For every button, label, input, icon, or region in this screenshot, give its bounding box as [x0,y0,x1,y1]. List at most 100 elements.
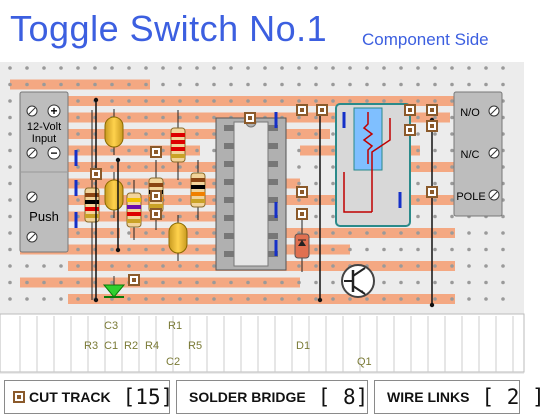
label-r4: R4 [145,340,160,352]
legend: CUT TRACK [15] SOLDER BRIDGE [ 8] WIRE L… [4,376,545,416]
board-hole [484,264,488,268]
board-hole [195,132,199,136]
board-hole [314,181,318,186]
board-hole [314,66,318,70]
ic-chip [215,117,287,271]
copper-track [20,277,300,288]
board-hole [433,264,437,268]
board-hole [195,148,199,153]
board-hole [450,280,454,285]
board-hole [484,231,488,235]
board-hole [416,280,420,285]
board-hole [467,66,471,70]
board-hole [25,280,29,285]
board-hole [144,82,148,87]
ic-pin [268,125,278,131]
board-hole [178,99,182,103]
board-hole [365,297,369,301]
board-hole [212,115,216,120]
board-hole [450,264,454,268]
minus-symbol: − [50,146,57,160]
board-hole [314,82,318,87]
board-hole [110,99,114,103]
board-hole [212,280,216,285]
push-label: Push [29,209,59,224]
board-hole [8,264,12,268]
board-hole [8,115,12,120]
board-hole [127,66,131,70]
board-hole [178,115,182,120]
board-hole [42,82,46,87]
board-hole [365,231,369,235]
board-hole [110,231,114,235]
board-hole [195,82,199,87]
ic-pin [224,197,234,203]
resistor-band [191,178,205,182]
board-hole [229,99,233,103]
board-hole [161,231,165,235]
board-hole [416,231,420,235]
board-hole [76,198,80,202]
board-hole [144,165,148,169]
board-hole [178,165,182,169]
board-hole [501,280,505,285]
board-hole [416,82,420,87]
board-hole [25,66,29,70]
board-hole [161,264,165,268]
board-hole [450,165,454,169]
board-hole [127,247,131,252]
board-hole [127,115,131,120]
board-hole [42,66,46,70]
board-hole [8,148,12,153]
board-hole [144,247,148,252]
copper-track [20,162,250,172]
board-hole [161,280,165,285]
resistor-band [127,212,141,216]
board-hole [314,247,318,252]
resistor-band [191,192,205,196]
ic-pin [268,215,278,221]
ic-pin [268,197,278,203]
ic-pin [268,161,278,167]
board-hole [8,280,12,285]
board-hole [246,66,250,70]
board-hole [127,181,131,186]
solder-bridge-label: SOLDER BRIDGE [189,389,306,405]
board-hole [348,66,352,70]
board-hole [212,148,216,153]
board-hole [212,264,216,268]
resistor-band [85,207,99,211]
board-hole [416,115,420,120]
board-hole [416,297,420,301]
board-hole [433,297,437,301]
resistor-band [171,140,185,144]
board-hole [501,66,505,70]
board-hole [212,297,216,301]
board-hole [8,181,12,186]
board-hole [76,231,80,235]
led [102,276,126,298]
board-hole [195,115,199,120]
wire-link-end [115,157,121,163]
board-hole [93,66,97,70]
copper-track [68,294,455,304]
copper-track [20,112,150,123]
board-hole [8,99,12,103]
resistor-band [171,133,185,137]
board-hole [93,82,97,87]
board-hole [297,99,301,103]
input-label-line2: Input [32,133,56,145]
resistor-band [149,183,163,187]
label-r1: R1 [168,320,183,332]
board-hole [399,264,403,268]
board-hole [144,66,148,70]
label-q1: Q1 [357,356,372,368]
ic-pins [224,125,278,257]
board-hole [501,264,505,268]
board-hole [399,231,403,235]
board-hole [59,280,63,285]
board-hole [297,66,301,70]
board-hole [212,214,216,219]
board-hole [314,165,318,169]
board-hole [501,297,505,301]
